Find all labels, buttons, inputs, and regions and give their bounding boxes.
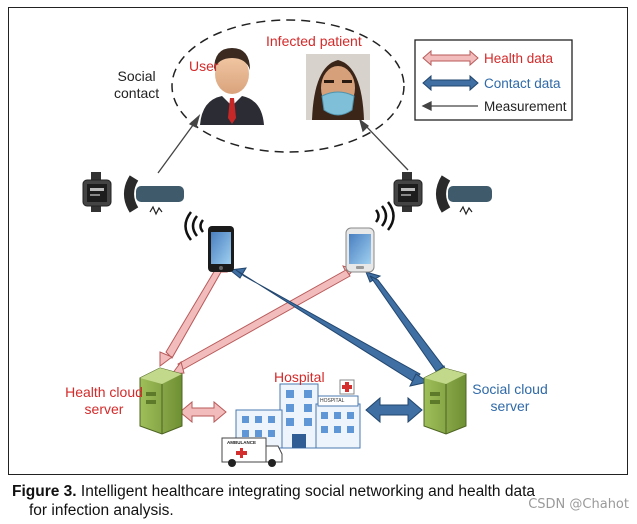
hospital-sign-text: HOSPITAL (320, 398, 345, 404)
infected-patient-label: Infected patient (266, 33, 362, 49)
ambulance-icon (221, 437, 283, 467)
caption-line1: Intelligent healthcare integrating socia… (80, 483, 536, 500)
smartwatch-icon (82, 172, 112, 212)
fitness-band-icon (124, 175, 184, 216)
legend-measurement-label: Measurement (484, 99, 567, 114)
measurement-arrow-left (157, 114, 201, 174)
social-contact-label: Social contact (114, 68, 159, 102)
hospital-label: Hospital (274, 369, 325, 385)
measurement-arrow-right (358, 118, 409, 171)
server-icon (423, 367, 467, 435)
smartphone-icon (345, 227, 375, 273)
fitness-band-icon (436, 175, 492, 216)
wifi-signal-icon (374, 201, 395, 231)
legend-box (414, 39, 573, 121)
legend-health-label: Health data (484, 51, 554, 66)
legend-contact-swatch (422, 74, 479, 92)
smartwatch-icon (393, 172, 423, 212)
legend-contact-label: Contact data (484, 76, 561, 91)
server-icon (139, 367, 183, 435)
person-icon (200, 48, 264, 125)
social-contact-line2: contact (114, 85, 160, 101)
diagram-canvas: HOSPITAL AMBULANCE (82, 19, 573, 467)
user-label: User (189, 58, 219, 74)
contact-arrow-phone1-to-social-server (228, 267, 430, 387)
contact-arrow-hospital-to-server (365, 396, 423, 424)
ambulance-sign-text: AMBULANCE (227, 440, 256, 445)
figure-number: Figure 3. (12, 483, 77, 500)
legend-measurement-swatch (421, 100, 478, 112)
caption-line2: for infection analysis. (29, 502, 174, 519)
smartphone-icon (208, 226, 234, 272)
social-cloud-server-label: Social cloud server (464, 381, 556, 415)
social-contact-ellipse (171, 19, 405, 153)
health-cloud-line1: Health cloud (65, 384, 143, 400)
watermark: CSDN @Chahot (528, 497, 629, 512)
social-cloud-line1: Social cloud (472, 381, 548, 397)
contact-arrow-phone2-to-social-server (365, 271, 449, 379)
health-arrow-phone2-to-health-server (170, 265, 355, 375)
social-contact-line1: Social (117, 68, 156, 84)
social-cloud-line2: server (490, 398, 530, 414)
figure-caption: Figure 3. Intelligent healthcare integra… (12, 482, 612, 520)
health-cloud-server-label: Health cloud server (58, 384, 150, 418)
wifi-signal-icon (184, 211, 205, 241)
health-cloud-line2: server (84, 401, 124, 417)
masked-patient-icon (306, 54, 370, 120)
legend-health-swatch (422, 49, 479, 67)
health-arrow-server-to-hospital (179, 400, 227, 424)
